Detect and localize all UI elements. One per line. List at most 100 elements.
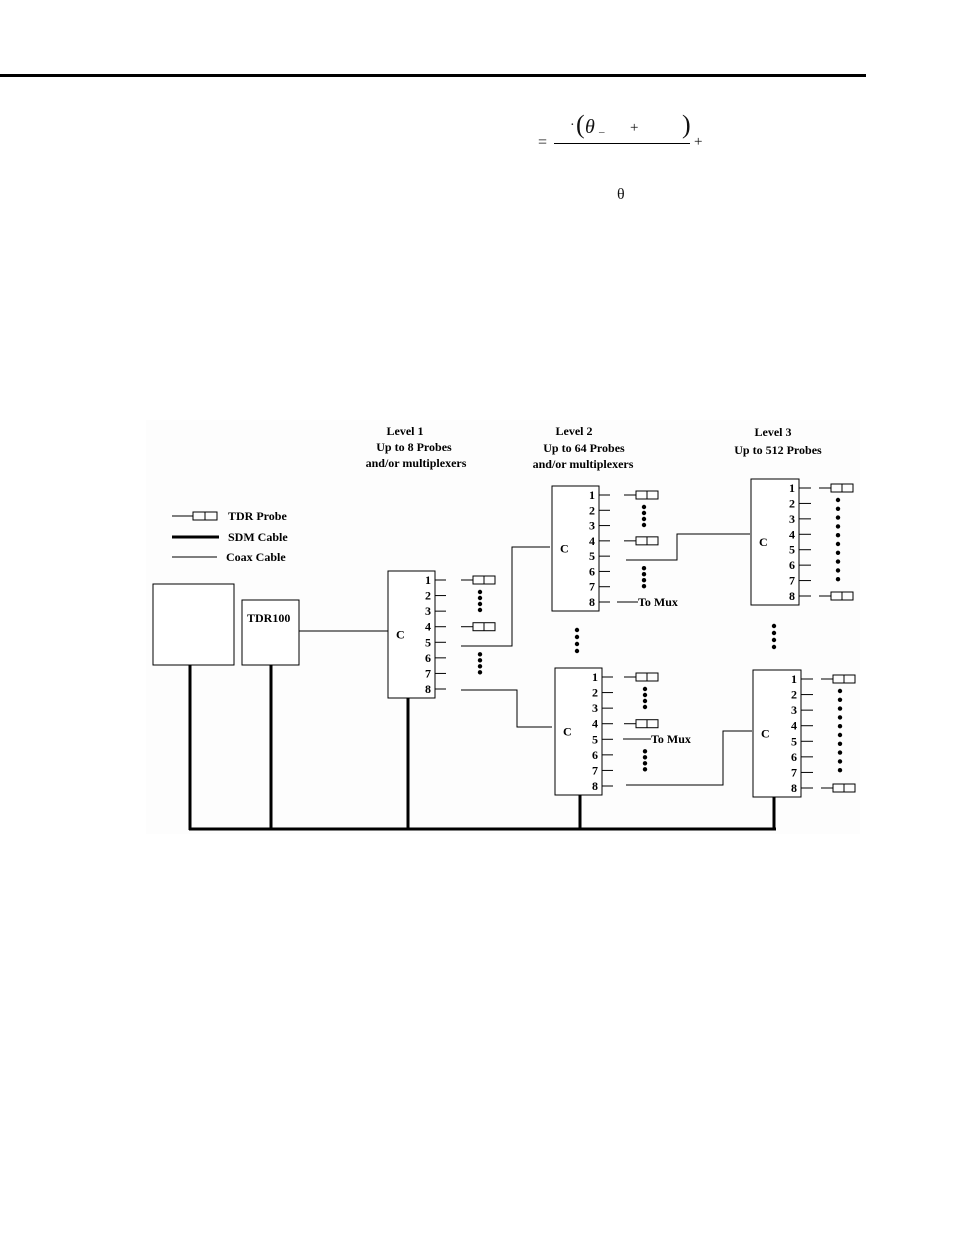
channel-label: 8 <box>589 595 595 609</box>
channel-label: 6 <box>789 558 795 572</box>
dot <box>477 664 483 669</box>
to-mux-label-level2-bottom: To Mux <box>651 732 691 746</box>
tdr-probe-icon <box>624 536 659 546</box>
level-2-title: Level 2 <box>556 424 593 438</box>
to-mux-label-level2-top: To Mux <box>638 595 678 609</box>
channel-label: 7 <box>425 666 431 680</box>
common-terminal-label: C <box>759 535 768 549</box>
dot <box>835 577 841 582</box>
dot <box>837 732 843 738</box>
channel-label: 4 <box>589 534 595 548</box>
equation-dot: · <box>570 118 575 133</box>
level-2-bottom-ellipsis-upper <box>642 686 648 710</box>
common-terminal-label: C <box>396 628 405 642</box>
dot <box>641 522 647 528</box>
channel-label: 1 <box>589 488 595 502</box>
channel-label: 3 <box>589 519 595 533</box>
level-2-header: Level 2 Up to 64 Probes and/or multiplex… <box>533 424 634 471</box>
theta-symbol: θ <box>617 186 625 203</box>
dot <box>771 637 777 643</box>
legend-coax-cable: Coax Cable <box>172 550 286 564</box>
channel-label: 5 <box>425 635 431 649</box>
dot <box>477 607 483 613</box>
channel-label: 6 <box>791 750 797 764</box>
level-1-title: Level 1 <box>387 424 424 438</box>
tdr-probe-icon <box>624 490 659 500</box>
channel-label: 4 <box>789 527 795 541</box>
dot <box>837 759 843 764</box>
channel-label: 5 <box>791 734 797 748</box>
channel-label: 7 <box>791 765 797 779</box>
common-terminal-label: C <box>563 725 572 739</box>
channel-label: 1 <box>789 481 795 495</box>
dot <box>574 634 580 640</box>
dot <box>477 589 483 595</box>
multiplexer-box <box>554 667 603 796</box>
dot <box>837 750 843 755</box>
multiplexer-box <box>551 485 600 612</box>
dot <box>837 697 843 702</box>
dot <box>477 652 483 657</box>
dot <box>641 577 647 583</box>
coax-interconnects <box>461 533 752 786</box>
dot <box>642 761 648 766</box>
level-1-ellipsis-upper <box>477 589 483 613</box>
dot <box>642 704 648 710</box>
equation-fraction-bar <box>554 143 690 144</box>
level-3-more-muxes-ellipsis <box>771 623 777 650</box>
channel-label: 5 <box>789 543 795 557</box>
equation-subscript: – <box>599 126 605 138</box>
level-1-ellipsis-lower <box>477 652 483 675</box>
legend-sdm-cable-label: SDM Cable <box>228 530 288 544</box>
dot <box>771 644 777 650</box>
dot <box>837 741 843 746</box>
dot <box>641 571 647 577</box>
dot <box>642 698 648 704</box>
channel-label: 3 <box>791 703 797 717</box>
dot <box>835 506 841 511</box>
dot <box>574 641 580 647</box>
channel-label: 4 <box>425 620 431 634</box>
legend: TDR Probe SDM Cable Coax Cable <box>172 509 288 564</box>
channel-label: 1 <box>425 573 431 587</box>
channel-label: 8 <box>592 779 598 793</box>
level-1-note: and/or multiplexers <box>366 456 467 470</box>
tdr-probe-icon <box>461 622 496 632</box>
level-2-top-ellipsis-lower <box>641 565 647 589</box>
channel-label: 5 <box>589 549 595 563</box>
channel-label: 7 <box>592 763 598 777</box>
dot <box>641 565 647 571</box>
dot <box>477 658 483 663</box>
equation-theta: θ <box>585 116 595 138</box>
tdr-probe-icon <box>821 674 856 684</box>
dot <box>835 533 841 538</box>
channel-label: 2 <box>592 686 598 700</box>
channel-label: 4 <box>592 717 598 731</box>
multiplexer-wiring-diagram: Level 1 Up to 8 Probes and/or multiplexe… <box>146 420 860 834</box>
dot <box>835 559 841 564</box>
datalogger-box <box>152 583 235 666</box>
channel-label: 3 <box>425 604 431 618</box>
dot <box>642 767 648 772</box>
tdr-probe-icon <box>461 575 496 585</box>
channel-label: 3 <box>789 512 795 526</box>
level-2-more-muxes-ellipsis <box>574 627 580 654</box>
channel-label: 2 <box>789 496 795 510</box>
multiplexer-box <box>387 570 436 699</box>
common-terminal-label: C <box>560 542 569 556</box>
channel-label: 2 <box>425 589 431 603</box>
dot <box>574 648 580 654</box>
tdr-probe-icon <box>821 783 856 793</box>
dot <box>837 724 843 729</box>
ellipsis-dots <box>574 623 777 654</box>
dot <box>771 630 777 636</box>
tdr100-box <box>241 599 300 666</box>
dot <box>835 568 841 573</box>
equation-plus-inner: + <box>630 120 639 136</box>
sdm-cable-bus <box>188 665 776 831</box>
channel-label: 8 <box>425 682 431 696</box>
channel-label: 2 <box>589 503 595 517</box>
